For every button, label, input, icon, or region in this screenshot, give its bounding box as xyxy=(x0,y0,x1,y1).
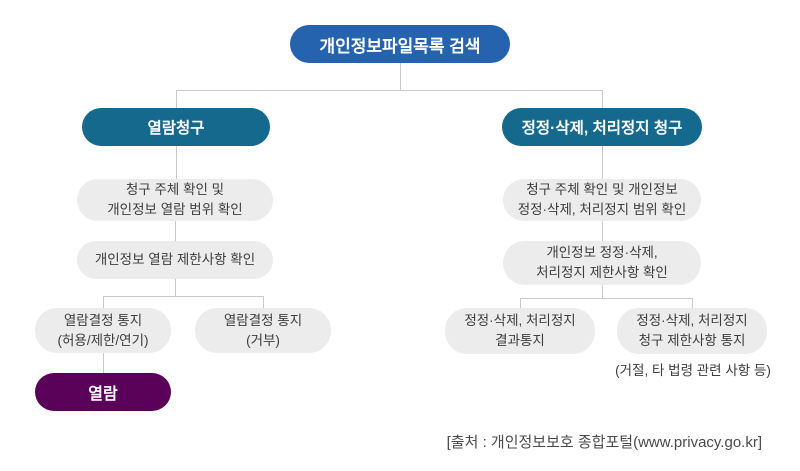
step-line: (허용/제한/연기) xyxy=(57,332,149,348)
node-access-restriction-check: 개인정보 열람 제한사항 확인 xyxy=(77,241,273,279)
step-line: 청구 주체 확인 및 xyxy=(125,182,225,198)
node-access-decision-notice-denied: 열람결정 통지 (거부) xyxy=(195,308,331,353)
connector-right-leaf1-down xyxy=(520,298,521,308)
step-line: 정정·삭제, 처리정지 xyxy=(464,313,576,329)
step-line: 열람결정 통지 xyxy=(223,312,303,328)
node-root-search: 개인정보파일목록 검색 xyxy=(290,25,510,63)
step-line: 정정·삭제, 처리정지 범위 확인 xyxy=(517,202,687,217)
node-access-decision-notice-allowed: 열람결정 통지 (허용/제한/연기) xyxy=(35,308,171,353)
node-access-final: 열람 xyxy=(35,373,171,411)
connector-root-down xyxy=(400,63,401,91)
connector-right-split xyxy=(520,298,692,299)
connector-left-final-down xyxy=(103,353,104,373)
connector-top-split xyxy=(176,90,603,91)
node-correction-request: 정정·삭제, 처리정지 청구 xyxy=(502,108,702,146)
connector-right-3 xyxy=(602,285,603,298)
step-line: 청구 주체 확인 및 개인정보 xyxy=(526,182,678,198)
node-correction-result-notice: 정정·삭제, 처리정지 결과통지 xyxy=(445,308,595,354)
connector-right-leaf2-down xyxy=(692,298,693,308)
node-correction-restriction-notice: 정정·삭제, 처리정지 청구 제한사항 통지 xyxy=(617,308,767,354)
connector-left-3 xyxy=(175,278,176,296)
node-correction-subject-check: 청구 주체 확인 및 개인정보 정정·삭제, 처리정지 범위 확인 xyxy=(503,179,701,221)
connector-left-branch-down xyxy=(176,90,177,108)
source-citation: [출처 : 개인정보보호 종합포털(www.privacy.go.kr] xyxy=(446,434,762,451)
step-line: 열람결정 통지 xyxy=(63,312,143,328)
correction-note: (거절, 타 법령 관련 사항 등) xyxy=(615,363,771,378)
node-access-request-label: 열람청구 xyxy=(147,120,205,137)
step-line: 정정·삭제, 처리정지 xyxy=(636,313,748,329)
node-root-label: 개인정보파일목록 검색 xyxy=(319,36,481,56)
connector-right-branch-down xyxy=(602,90,603,108)
step-line: 청구 제한사항 통지 xyxy=(638,333,746,348)
connector-left-split xyxy=(103,296,263,297)
node-correction-request-label: 정정·삭제, 처리정지 청구 xyxy=(521,120,683,137)
step-line: (거부) xyxy=(246,332,280,348)
step-line: 개인정보 열람 제한사항 확인 xyxy=(94,252,256,268)
node-correction-restriction-check: 개인정보 정정·삭제, 처리정지 제한사항 확인 xyxy=(503,241,701,285)
node-access-final-label: 열람 xyxy=(88,386,118,403)
connector-right-1 xyxy=(602,146,603,180)
connector-left-2 xyxy=(175,220,176,242)
node-access-subject-check: 청구 주체 확인 및 개인정보 열람 범위 확인 xyxy=(77,179,273,221)
connector-left-leaf1-down xyxy=(103,296,104,308)
node-access-request: 열람청구 xyxy=(82,108,270,146)
step-line: 개인정보 열람 범위 확인 xyxy=(107,202,243,217)
connector-left-1 xyxy=(176,146,177,180)
connector-right-2 xyxy=(602,220,603,242)
step-line: 개인정보 정정·삭제, xyxy=(546,245,658,261)
step-line: 처리정지 제한사항 확인 xyxy=(536,265,668,280)
connector-left-leaf2-down xyxy=(263,296,264,308)
step-line: 결과통지 xyxy=(495,333,545,348)
